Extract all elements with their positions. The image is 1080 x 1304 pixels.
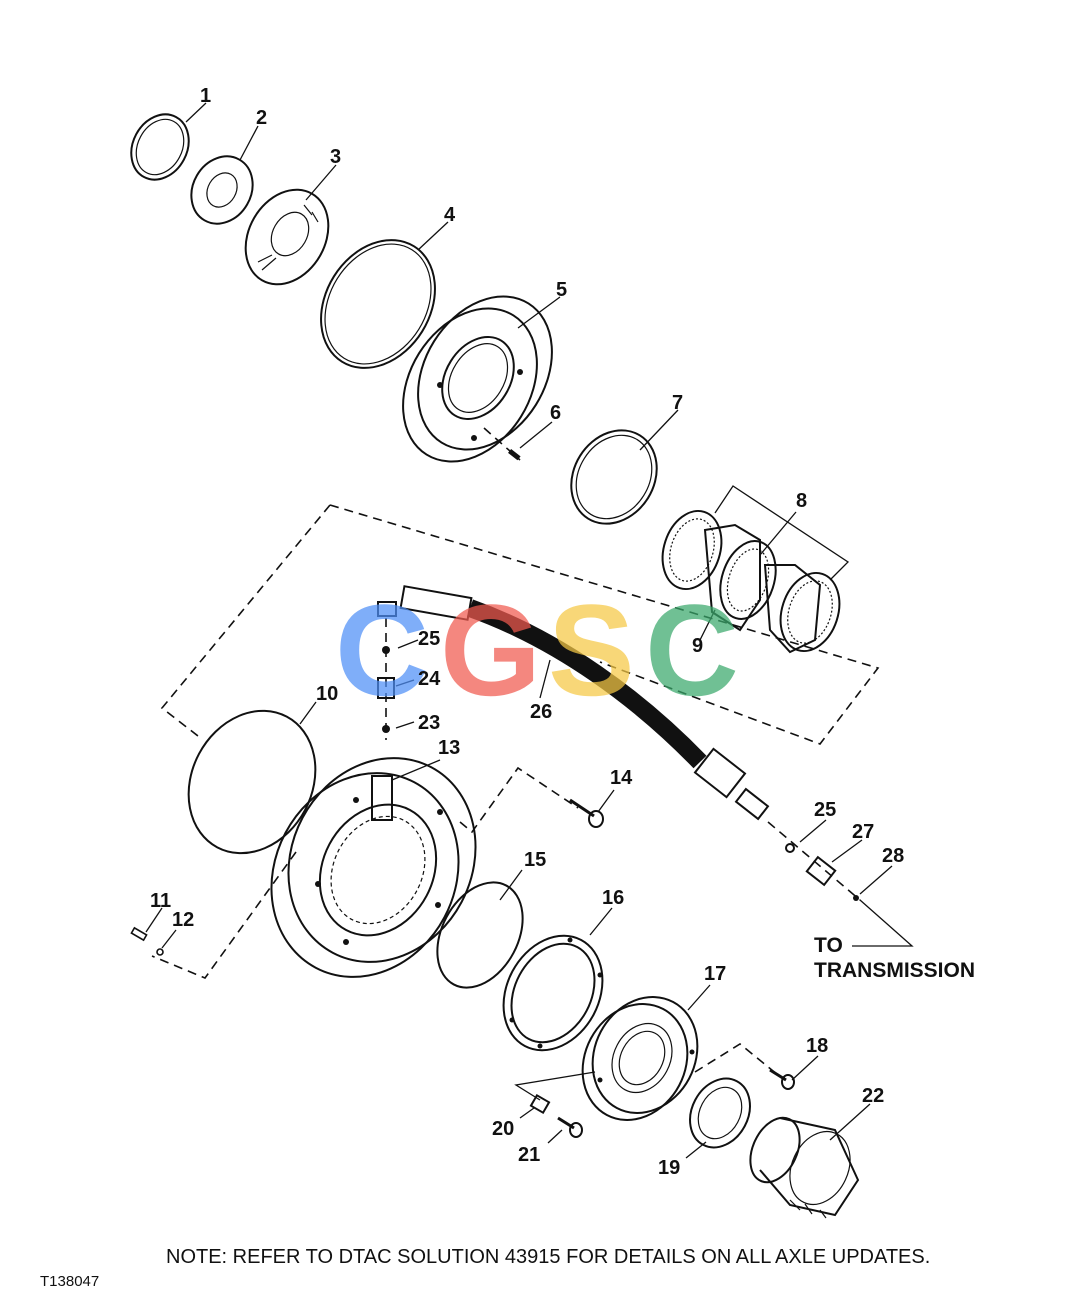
callout-2: 2 [256, 107, 267, 129]
callout-25-upper: 25 [418, 628, 440, 650]
callout-23: 23 [418, 712, 440, 734]
callout-6: 6 [550, 402, 561, 424]
callout-8: 8 [796, 490, 807, 512]
watermark-letter-s: S [548, 577, 635, 723]
part-13-housing [270, 757, 477, 978]
to-label: TO [814, 934, 843, 957]
callout-27: 27 [852, 821, 874, 843]
footer-note: NOTE: REFER TO DTAC SOLUTION 43915 FOR D… [166, 1246, 930, 1268]
callout-25-lower: 25 [814, 799, 836, 821]
leader-20-21 [514, 1071, 596, 1101]
callout-22: 22 [862, 1085, 884, 1107]
to-transmission-arrow [852, 899, 914, 947]
part-19-seal [689, 1077, 751, 1149]
part-21-bolt [557, 1116, 583, 1138]
watermark-letter-c2: C [645, 577, 739, 723]
callout-18: 18 [806, 1035, 828, 1057]
part-16-gasket [502, 934, 604, 1052]
callout-5: 5 [556, 279, 567, 301]
part-10-o-ring [187, 709, 317, 855]
part-25-24-23-fittings-upper [377, 601, 397, 740]
watermark-logo: C G S C [335, 577, 739, 723]
callout-28: 28 [882, 845, 904, 867]
dashed-group-boundary [160, 504, 880, 745]
part-18-bolt [769, 1068, 795, 1090]
part-22-shaft [749, 1116, 860, 1219]
watermark-letter-g: G [440, 577, 541, 723]
callout-11: 11 [150, 890, 171, 912]
callout-16: 16 [602, 887, 624, 909]
callout-14: 14 [610, 767, 633, 789]
callout-21: 21 [518, 1144, 540, 1166]
callout-labels: 1 2 3 4 5 6 7 8 9 10 11 12 13 14 15 16 1… [150, 85, 904, 1179]
part-14-bolt [569, 798, 604, 828]
part-7-ring [570, 429, 658, 525]
part-5-piston [402, 295, 553, 463]
part-20-plug [529, 1093, 551, 1115]
callout-3: 3 [330, 146, 341, 168]
part-1-snap-ring [130, 113, 190, 181]
callout-10: 10 [316, 683, 338, 705]
callout-leaders [145, 102, 893, 1159]
figure-id: T138047 [40, 1273, 99, 1290]
part-26-hydraulic-hose [399, 585, 770, 821]
dashed-leader-14 [459, 766, 579, 834]
callout-13: 13 [438, 737, 460, 759]
bracket-8 [714, 485, 850, 581]
callout-7: 7 [672, 392, 683, 414]
part-4-seal-ring [320, 239, 436, 369]
callout-20: 20 [492, 1118, 514, 1140]
transmission-label: TRANSMISSION [814, 959, 975, 982]
callout-26: 26 [530, 701, 552, 723]
callout-9: 9 [692, 635, 703, 657]
part-25-27-28-fittings-lower [785, 843, 859, 901]
watermark-letter-c1: C [335, 577, 429, 723]
dashed-leader-18 [694, 1043, 779, 1076]
dashed-leader-11-12 [151, 851, 297, 979]
callout-4: 4 [444, 204, 456, 226]
callout-24: 24 [418, 668, 441, 690]
part-17-cover [581, 996, 699, 1121]
callout-19: 19 [658, 1157, 680, 1179]
part-3-spring-disc [244, 188, 330, 286]
part-15-o-ring [436, 881, 524, 989]
callout-12: 12 [172, 909, 194, 931]
part-8-9-clutch-discs [661, 509, 841, 654]
callout-15: 15 [524, 849, 546, 871]
callout-17: 17 [704, 963, 726, 985]
part-6-dowel-pin [483, 427, 521, 461]
part-11-12-fittings [130, 926, 164, 956]
callout-1: 1 [200, 85, 211, 107]
